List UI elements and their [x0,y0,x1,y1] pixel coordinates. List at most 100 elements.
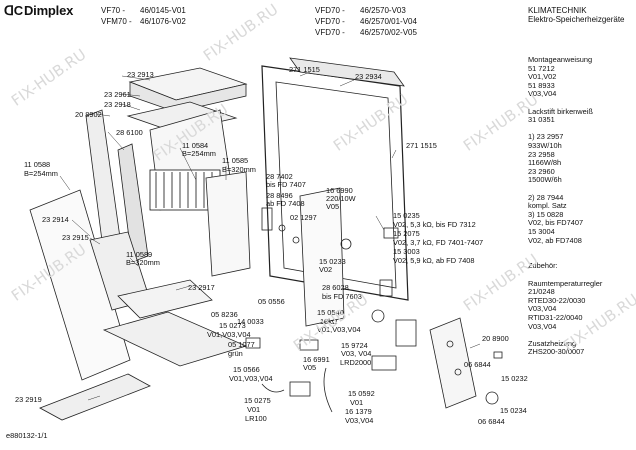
part-label: 15 0233 [319,257,346,266]
model-code-3: 46/2570-V03 [360,6,406,15]
part-label: B=254mm [24,169,58,178]
knob-part [485,391,499,405]
part-label: bis FD 7603 [322,292,362,301]
part-label: 11 0589 [126,250,153,259]
part-label: 28 6028 [322,283,349,292]
part-label: 15 0234 [500,406,527,415]
part-label: 16 1379 [345,407,372,416]
part-label: V03,V04 [345,416,374,425]
part-label: V01 [350,398,364,407]
part-label: 23 2917 [188,283,215,292]
part-label: 15 0540 [317,308,344,317]
indicator-part-2 [454,368,462,376]
model-code-5: 46/2570/02-V05 [360,28,417,37]
limiter-part [340,238,352,250]
part-label: 23 2918 [104,100,131,109]
document-code: e880132-1/1 [6,431,48,440]
side-note-line: V03,V04 [528,304,557,314]
wiring-board-part [299,187,345,327]
part-label: 23 2919 [15,395,42,404]
part-label: 11 0584 [182,141,209,150]
part-label: V01,V03,V04 [229,374,273,383]
side-note-line: Zubehör: [528,261,558,271]
leader-lines [59,71,481,401]
side-control-panel-part [429,317,477,409]
model-name-3: VFD70 - [315,6,345,15]
side-note-line: Lackstift birkenweiß [528,106,593,116]
part-label: 23 2915 [62,233,89,242]
side-note-line: 15 3004 [528,227,555,236]
brick-stack-part [117,143,149,263]
part-label: 14 0033 [237,317,264,326]
part-label: 220/10W [326,194,356,203]
side-note-line: 23 2958 [528,149,555,159]
side-note-line: RTED30-22/0030 [528,295,586,305]
part-label: 271 1515 [406,141,437,150]
model-code-4: 46/2570/01-V04 [360,17,417,26]
part-label: V01 [247,405,261,414]
side-note-line: 933W/10h [528,141,562,150]
wire-part [261,383,285,393]
top-frame-bar-part [289,57,405,87]
part-label: 05 8236 [211,310,238,319]
side-note-line: 23 2960 [528,166,555,176]
part-label: 15 0232 [501,374,528,383]
part-label: 23 2961 [104,90,131,99]
potentiometer-knob-part [371,309,385,323]
part-label: 28 6100 [116,128,143,137]
side-note-line: Montageanweisung [528,55,593,64]
part-label: 15 0275 [244,396,271,405]
brand-name: Dimplex [23,3,74,18]
part-label: 28 8496 [266,191,293,200]
top-strip-part [126,101,238,133]
part-label: 15 0235 [393,211,420,220]
part-label: 15 3003 [393,247,420,256]
model-code-1: 46/0145-V01 [140,6,186,15]
part-label: V02, 5,9 kΩ, ab FD 7408 [393,256,475,265]
spring-part [493,351,503,359]
indicator-part [446,340,454,348]
part-label: 15 9724 [341,341,368,350]
side-note-line: RTID31-22/0040 [528,313,583,322]
part-label: 20 8902 [75,110,102,119]
side-note-line: 51 7212 [528,63,555,73]
part-label: 16 6991 [303,355,330,364]
side-note-line: 1) 23 2957 [528,132,564,142]
clip-part-2 [292,236,300,244]
side-note-line: V01,V02 [528,72,557,82]
part-label: 28 7402 [266,172,293,181]
part-label: 23 2914 [42,215,69,224]
front-panel-part [29,189,131,381]
side-note-line: 2) 28 7944 [528,192,564,202]
terminal-part [379,279,393,297]
side-note-line: Zusatzheizung [528,338,577,348]
control-plate-part [205,171,251,277]
brand-logo: ᗡCDimplex [4,3,73,19]
part-label: B=320mm [126,258,160,267]
side-note-line: 31 0351 [528,115,555,125]
part-label: 15 0592 [348,389,375,398]
clip-part [278,224,286,232]
part-label: 15 2075 [393,229,420,238]
side-note-line: kompl. Satz [528,201,567,211]
side-note-line: 3) 15 0828 [528,209,564,219]
part-label: 06 6844 [478,417,505,426]
part-label: V01,V03,V04 [207,330,251,339]
part-label: 23 2913 [127,70,154,79]
part-label: 05 1077 [228,340,255,349]
rear-frame-inner-part [275,81,397,289]
part-label: V01,V03,V04 [317,325,361,334]
cable-clamp-part [245,337,261,349]
part-label: V05 [303,363,317,372]
part-label: 15 0566 [233,365,260,374]
part-label: 05 0556 [258,297,285,306]
side-note-line: 1500W/6h [528,175,562,185]
side-note-line: V02, ab FD7408 [528,235,582,245]
side-note-line: ZHS200-30/0007 [528,347,585,357]
part-label: ab FD 7408 [266,199,305,208]
part-label: V02 [319,265,333,274]
switch-part [261,207,273,231]
model-name-5: VFD70 - [315,28,345,37]
model-name-1: VF70 - [101,6,126,15]
